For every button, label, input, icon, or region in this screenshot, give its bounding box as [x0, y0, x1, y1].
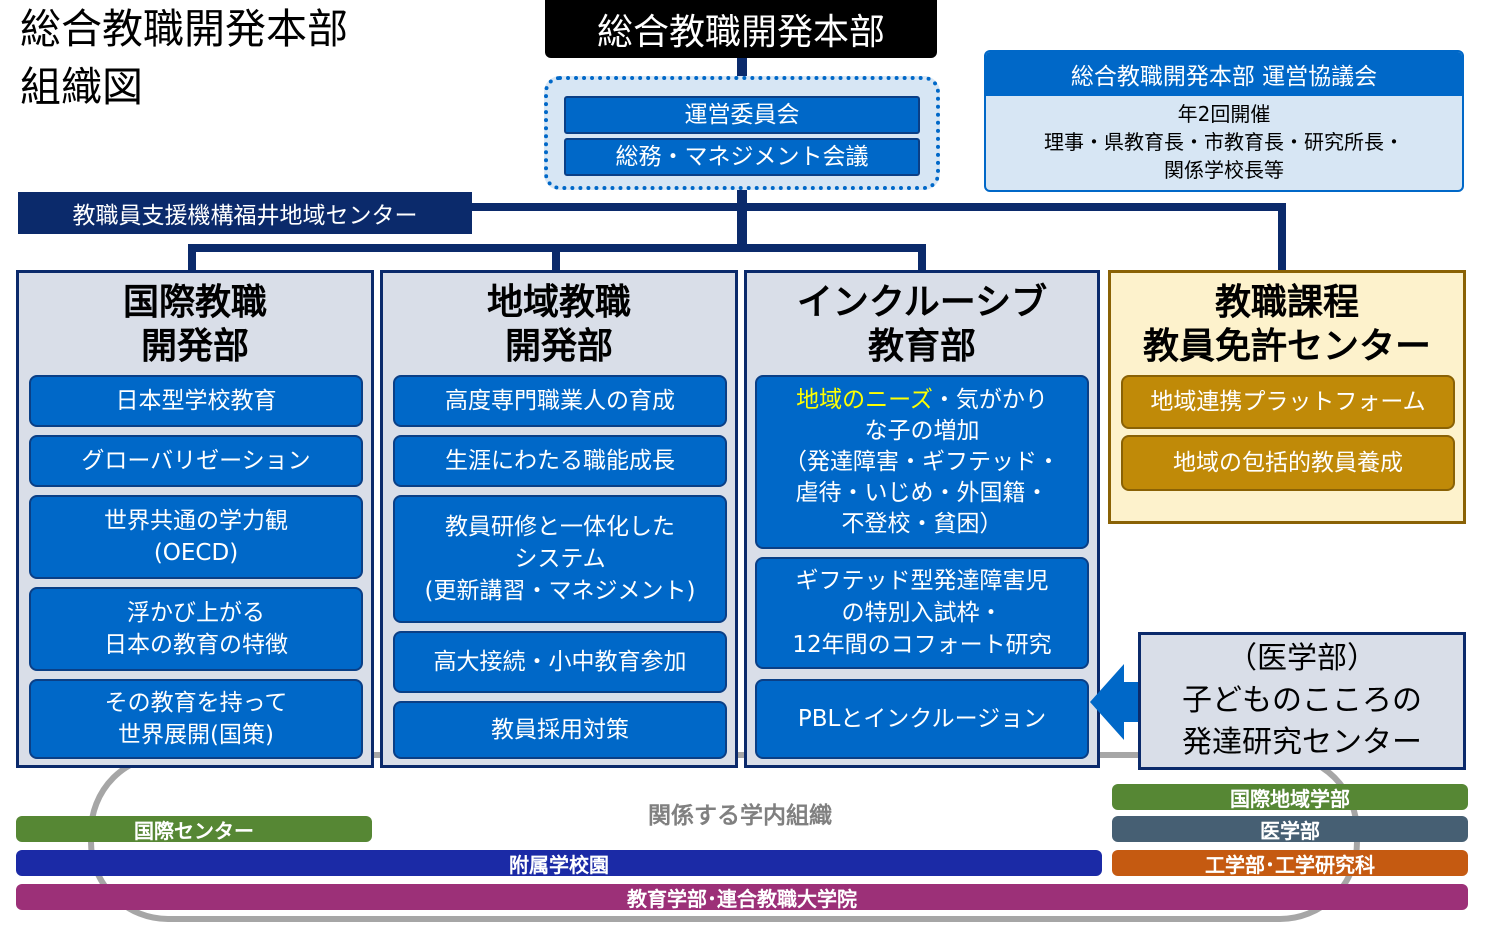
dept-international-title: 国際教職 開発部 — [122, 282, 267, 367]
page-title-line2: 組織図 — [20, 63, 143, 111]
engineering-strip: 工学部･工学研究科 — [1112, 850, 1468, 877]
dept-inclusive: インクルーシブ 教育部 地域のニーズ・気がかり な子の増加 （発達障害・ギフテッ… — [744, 270, 1100, 768]
dept-inclusive-title: インクルーシブ 教育部 — [796, 282, 1048, 367]
connector-trunk — [737, 190, 747, 250]
dept-international: 国際教職 開発部 日本型学校教育 グローバリゼーション 世界共通の学力観 (OE… — [16, 270, 374, 768]
education-faculty-strip: 教育学部･連合教職大学院 — [16, 884, 1468, 911]
fukui-center-box: 教職員支援機構福井地域センター — [18, 192, 472, 234]
page-title: 総合教職開発本部 組織図 — [20, 0, 440, 116]
dept-regional-item: 教員採用対策 — [393, 701, 727, 759]
dept-regional-item: 高度専門職業人の育成 — [393, 375, 727, 427]
committee-group: 運営委員会 総務・マネジメント会議 — [544, 76, 940, 190]
regional-faculty-strip: 国際地域学部 — [1112, 784, 1468, 811]
dept-international-item: 日本型学校教育 — [29, 375, 363, 427]
dept-regional-item: 教員研修と一体化した システム (更新講習・マネジメント) — [393, 495, 727, 623]
headquarters-box: 総合教職開発本部 — [545, 0, 937, 58]
council-box: 総合教職開発本部 運営協議会 年2回開催 理事・県教育長・市教育長・研究所長・ … — [984, 50, 1464, 192]
medical-center-label: （医学部） 子どものこころの 発達研究センター — [1182, 641, 1422, 760]
dept-international-item: 浮かび上がる 日本の教育の特徴 — [29, 587, 363, 671]
dept-license-center: 教職課程 教員免許センター 地域連携プラットフォーム 地域の包括的教員養成 — [1108, 270, 1466, 524]
fukui-center-label: 教職員支援機構福井地域センター — [72, 203, 418, 229]
dept-international-item: 世界共通の学力観 (OECD) — [29, 495, 363, 579]
regional-needs-text: ・気がかり な子の増加 （発達障害・ギフテッド・ 虐待・いじめ・外国籍・ 不登校… — [784, 386, 1060, 537]
page-title-line1: 総合教職開発本部 — [20, 5, 348, 53]
connector-to-license-center — [1278, 203, 1286, 273]
dept-license-center-item: 地域の包括的教員養成 — [1121, 435, 1455, 491]
attached-schools-strip: 附属学校園 — [16, 850, 1102, 877]
connector-dept2 — [552, 244, 560, 272]
medicine-strip: 医学部 — [1112, 816, 1468, 843]
education-faculty-label: 教育学部･連合教職大学院 — [627, 886, 857, 911]
related-orgs-label: 関係する学内組織 — [648, 803, 832, 829]
dept-regional: 地域教職 開発部 高度専門職業人の育成 生涯にわたる職能成長 教員研修と一体化し… — [380, 270, 738, 768]
dept-regional-item: 高大接続・小中教育参加 — [393, 631, 727, 693]
council-title-label: 総合教職開発本部 運営協議会 — [1070, 64, 1378, 90]
connector-main-horizontal — [470, 203, 1284, 211]
medical-center-box: （医学部） 子どものこころの 発達研究センター — [1138, 632, 1466, 770]
dept-international-item: グローバリゼーション — [29, 435, 363, 487]
steering-committee: 運営委員会 — [564, 96, 920, 134]
regional-faculty-label: 国際地域学部 — [1230, 786, 1350, 811]
attached-schools-label: 附属学校園 — [509, 852, 609, 877]
international-center-label: 国際センター — [134, 818, 254, 843]
international-center-strip: 国際センター — [16, 816, 372, 843]
medicine-label: 医学部 — [1260, 818, 1320, 843]
headquarters-label: 総合教職開発本部 — [596, 12, 885, 53]
dept-inclusive-item: PBLとインクルージョン — [755, 679, 1089, 759]
management-meeting: 総務・マネジメント会議 — [564, 138, 920, 176]
steering-committee-label: 運営委員会 — [684, 102, 800, 128]
dept-license-center-title: 教職課程 教員免許センター — [1142, 282, 1431, 367]
connector-dept3 — [918, 244, 926, 272]
dept-international-item: その教育を持って 世界展開(国策) — [29, 679, 363, 759]
regional-needs-highlight: 地域のニーズ — [796, 386, 933, 413]
engineering-label: 工学部･工学研究科 — [1205, 852, 1375, 877]
council-body: 年2回開催 理事・県教育長・市教育長・研究所長・ 関係学校長等 — [1044, 102, 1404, 182]
council-title: 総合教職開発本部 運営協議会 — [986, 52, 1462, 96]
dept-regional-item: 生涯にわたる職能成長 — [393, 435, 727, 487]
arrow-left-icon — [1090, 664, 1142, 740]
dept-regional-title: 地域教職 開発部 — [486, 282, 631, 367]
dept-inclusive-item-needs: 地域のニーズ・気がかり な子の増加 （発達障害・ギフテッド・ 虐待・いじめ・外国… — [755, 375, 1089, 549]
dept-inclusive-item: ギフテッド型発達障害児 の特別入試枠・ 12年間のコフォート研究 — [755, 557, 1089, 669]
dept-license-center-item: 地域連携プラットフォーム — [1121, 375, 1455, 429]
connector-hq-committee — [737, 58, 747, 76]
management-meeting-label: 総務・マネジメント会議 — [615, 144, 869, 170]
connector-dept1 — [188, 244, 196, 272]
